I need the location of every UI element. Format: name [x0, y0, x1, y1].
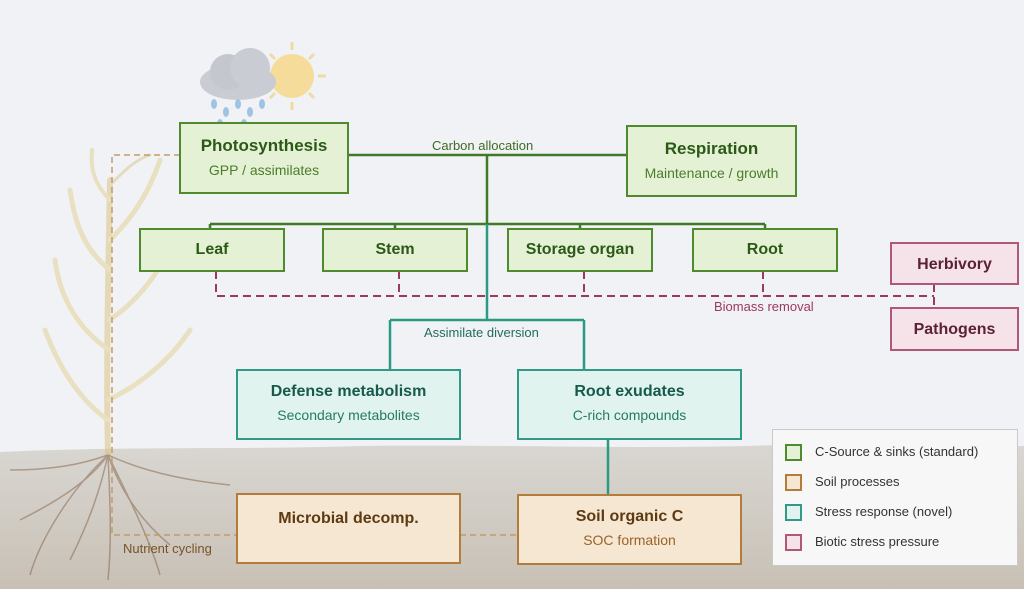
herbivory-title: Herbivory — [917, 256, 992, 273]
legend-label: Stress response (novel) — [815, 504, 953, 519]
biomass-removal-connector — [215, 271, 935, 308]
roots — [9, 454, 231, 581]
legend-label: Soil processes — [815, 474, 900, 489]
legend-label: C-Source & sinks (standard) — [815, 444, 979, 459]
soil-organic-c-subtitle: SOC formation — [583, 532, 676, 548]
root-box: Root — [692, 228, 838, 272]
defense-metabolism-title: Defense metabolism — [270, 383, 427, 400]
legend-swatch — [785, 444, 802, 461]
legend-label: Biotic stress pressure — [815, 534, 940, 549]
photosynthesis-subtitle: GPP / assimilates — [208, 162, 320, 178]
soil-organic-c-box: Soil organic C SOC formation — [517, 494, 742, 565]
root-exudates-box: Root exudates C-rich compounds — [517, 369, 742, 440]
carbon-allocation-label: Carbon allocation — [430, 138, 536, 153]
stem-title: Stem — [375, 241, 415, 258]
assimilate-diversion-connector — [388, 224, 610, 496]
leaf-box: Leaf — [139, 228, 285, 272]
leaf-title: Leaf — [195, 241, 229, 258]
legend: C-Source & sinks (standard) Soil process… — [772, 429, 1018, 566]
respiration-box: Respiration Maintenance / growth — [626, 125, 797, 197]
legend-swatch — [785, 504, 802, 521]
defense-metabolism-subtitle: Secondary metabolites — [277, 407, 420, 423]
respiration-subtitle: Maintenance / growth — [644, 165, 779, 181]
root-exudates-subtitle: C-rich compounds — [572, 407, 687, 423]
biomass-removal-label: Biomass removal — [714, 299, 814, 314]
nutrient-cycling-connector — [111, 154, 518, 536]
pathogens-box: Pathogens — [890, 307, 1019, 351]
root-exudates-title: Root exudates — [574, 383, 685, 400]
root-title: Root — [746, 241, 784, 258]
photosynthesis-title: Photosynthesis — [200, 136, 328, 155]
weather-icon — [200, 42, 326, 129]
microbial-decomposition-box: Microbial decomp. — [236, 493, 461, 564]
nutrient-cycling-label: Nutrient cycling — [123, 541, 212, 556]
defense-metabolism-box: Defense metabolism Secondary metabolites — [236, 369, 461, 440]
maize-plant — [42, 148, 193, 458]
respiration-title: Respiration — [664, 139, 759, 158]
stem-box: Stem — [322, 228, 468, 272]
storage-organ-title: Storage organ — [525, 241, 635, 258]
microbial-decomposition-title: Microbial decomp. — [278, 510, 419, 527]
photosynthesis-box: Photosynthesis GPP / assimilates — [179, 122, 349, 194]
storage-organ-box: Storage organ — [507, 228, 653, 272]
soil-organic-c-title: Soil organic C — [575, 508, 684, 525]
herbivory-box: Herbivory — [890, 242, 1019, 285]
legend-swatch — [785, 534, 802, 551]
pathogens-title: Pathogens — [913, 321, 996, 338]
assimilate-diversion-label: Assimilate diversion — [424, 325, 539, 340]
legend-swatch — [785, 474, 802, 491]
